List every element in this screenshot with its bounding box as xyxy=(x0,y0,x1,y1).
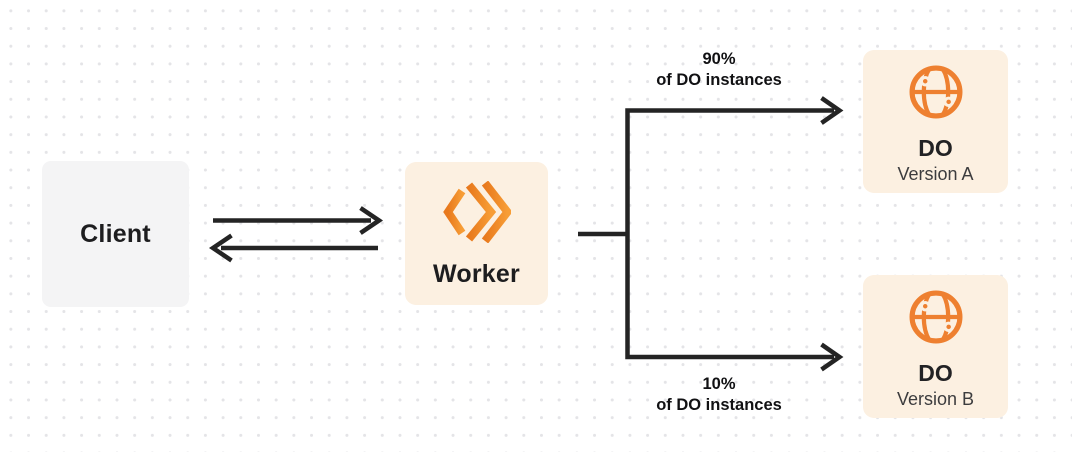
arrowhead-version-a xyxy=(820,96,844,125)
arrow-client-to-worker xyxy=(213,206,384,235)
node-client: Client xyxy=(42,161,189,307)
edge-percent-b: 10% xyxy=(702,375,736,393)
edge-label-version-a: 90% of DO instances xyxy=(609,49,829,91)
node-do-version-a: DO Version A xyxy=(863,50,1008,193)
worker-label: Worker xyxy=(433,260,520,288)
do-a-title: DO xyxy=(918,135,953,161)
edge-caption-b: of DO instances xyxy=(656,396,782,414)
arrowhead-version-b xyxy=(820,342,844,372)
edge-label-version-b: 10% of DO instances xyxy=(609,374,829,416)
node-worker: Worker xyxy=(405,162,548,305)
arrow-worker-to-client xyxy=(208,233,378,263)
do-b-title: DO xyxy=(918,360,953,386)
edge-caption-a: of DO instances xyxy=(656,71,782,89)
cloudflare-workers-icon xyxy=(442,181,511,243)
client-label: Client xyxy=(80,219,151,248)
durable-object-globe-icon xyxy=(909,65,962,119)
durable-object-globe-icon xyxy=(909,290,962,344)
edge-percent-a: 90% xyxy=(702,50,736,68)
node-do-version-b: DO Version B xyxy=(863,275,1008,418)
do-b-subtitle: Version B xyxy=(896,389,975,409)
do-a-subtitle: Version A xyxy=(897,164,974,184)
branch-trunk xyxy=(625,108,834,360)
